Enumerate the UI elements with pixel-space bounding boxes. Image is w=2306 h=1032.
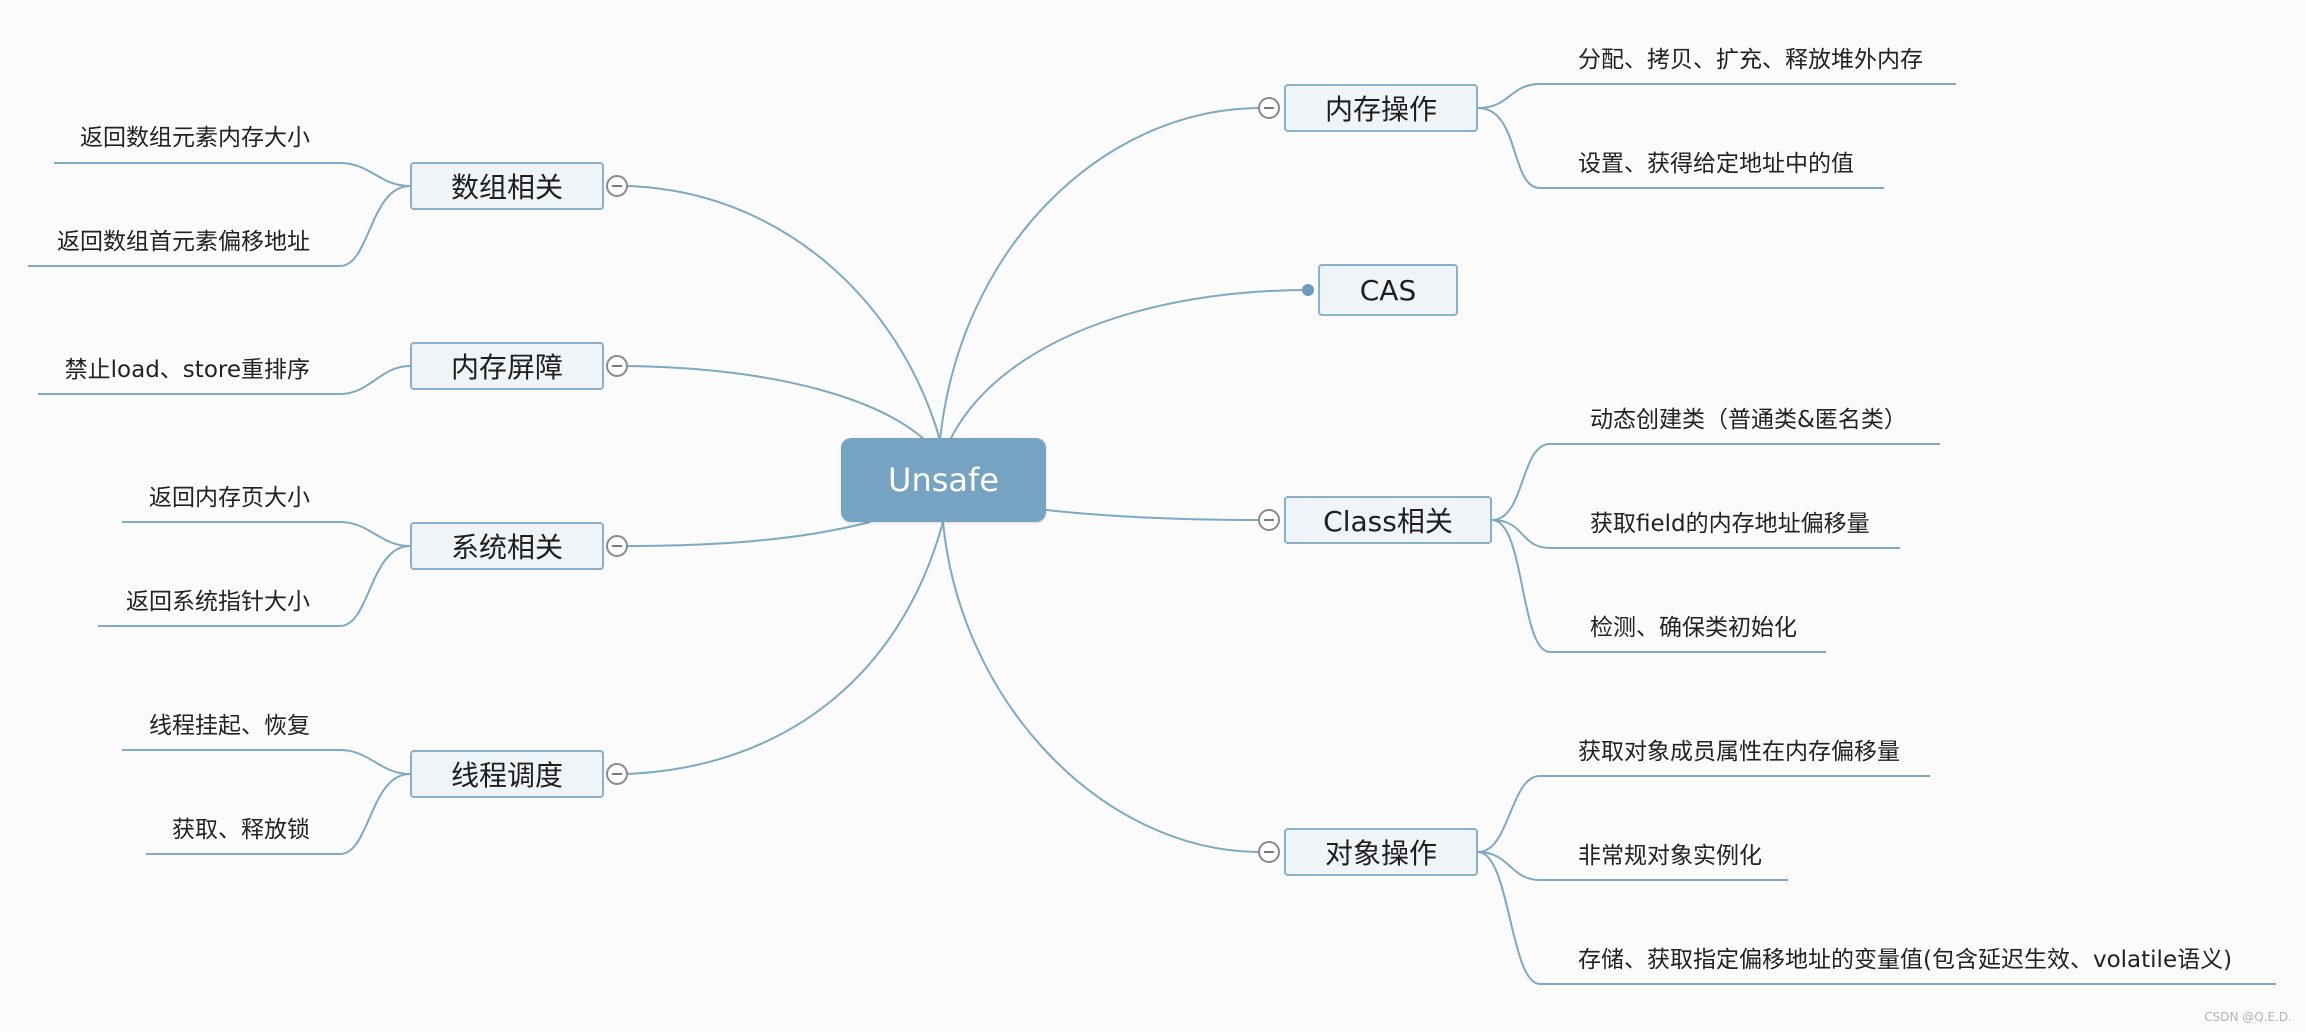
- connector-system-leaf-2: [98, 545, 411, 627]
- connector-array-leaf-1: [54, 162, 411, 187]
- leaf-barrier-no-reorder: 禁止load、store重排序: [64, 357, 310, 383]
- leaf-define-class: 动态创建类（普通类&匿名类）: [1590, 407, 1907, 433]
- topic-class[interactable]: Class相关: [1284, 496, 1492, 544]
- leaf-pointer-size: 返回系统指针大小: [126, 589, 310, 615]
- connector-central-to-memory: [939, 107, 1259, 441]
- connector-central-to-array: [625, 185, 941, 441]
- leaf-allocate-instance: 非常规对象实例化: [1578, 843, 1762, 869]
- connector-barrier-leaf-1: [38, 365, 411, 395]
- connector-object-leaf-1: [1477, 775, 1930, 853]
- leaf-object-field-offset: 获取对象成员属性在内存偏移量: [1578, 739, 1900, 765]
- leaf-put-get-volatile: 存储、获取指定偏移地址的变量值(包含延迟生效、volatile语义): [1578, 947, 2233, 973]
- leaf-page-size: 返回内存页大小: [149, 485, 310, 511]
- collapse-toggle-icon[interactable]: [1258, 841, 1280, 863]
- central-topic-unsafe[interactable]: Unsafe: [841, 438, 1046, 522]
- connector-thread-leaf-1: [122, 749, 411, 775]
- connector-central-to-system: [625, 521, 871, 547]
- leaf-array-base-offset: 返回数组首元素偏移地址: [57, 229, 310, 255]
- leaf-field-offset: 获取field的内存地址偏移量: [1590, 511, 1870, 537]
- topic-memory-operations[interactable]: 内存操作: [1284, 84, 1478, 132]
- connector-system-leaf-1: [122, 521, 411, 547]
- leaf-array-element-size: 返回数组元素内存大小: [80, 125, 310, 151]
- leaf-address-value: 设置、获得给定地址中的值: [1578, 151, 1854, 177]
- connector-central-to-cas: [949, 289, 1309, 441]
- watermark: CSDN @Q.E.D.: [2204, 1010, 2292, 1024]
- collapse-toggle-icon[interactable]: [606, 763, 628, 785]
- connector-central-to-barrier: [625, 365, 926, 441]
- leaf-lock-acquire-release: 获取、释放锁: [172, 817, 310, 843]
- leaf-thread-park-unpark: 线程挂起、恢复: [149, 713, 310, 739]
- topic-thread-scheduling[interactable]: 线程调度: [410, 750, 604, 798]
- collapse-toggle-icon[interactable]: [1258, 509, 1280, 531]
- connector-memory-leaf-1: [1477, 83, 1956, 109]
- connector-dot-icon: [1302, 284, 1314, 296]
- connector-object-leaf-3: [1477, 851, 2276, 985]
- collapse-toggle-icon[interactable]: [606, 175, 628, 197]
- collapse-toggle-icon[interactable]: [606, 535, 628, 557]
- topic-memory-barrier[interactable]: 内存屏障: [410, 342, 604, 390]
- collapse-toggle-icon[interactable]: [606, 355, 628, 377]
- connector-thread-leaf-2: [146, 773, 411, 855]
- connector-class-leaf-2: [1491, 519, 1900, 549]
- connector-class-leaf-3: [1491, 519, 1826, 653]
- leaf-offheap-memory: 分配、拷贝、扩充、释放堆外内存: [1578, 47, 1923, 73]
- connector-central-to-class: [1045, 509, 1259, 521]
- leaf-ensure-class-init: 检测、确保类初始化: [1590, 615, 1797, 641]
- topic-system[interactable]: 系统相关: [410, 522, 604, 570]
- connector-memory-leaf-2: [1477, 107, 1884, 189]
- connector-central-to-object: [942, 521, 1259, 853]
- connector-array-leaf-2: [28, 185, 411, 267]
- connector-central-to-thread: [625, 521, 944, 775]
- collapse-toggle-icon[interactable]: [1258, 97, 1280, 119]
- topic-array[interactable]: 数组相关: [410, 162, 604, 210]
- topic-object-operations[interactable]: 对象操作: [1284, 828, 1478, 876]
- connector-object-leaf-2: [1477, 851, 1788, 881]
- connector-class-leaf-1: [1491, 443, 1940, 521]
- topic-cas[interactable]: CAS: [1318, 264, 1458, 316]
